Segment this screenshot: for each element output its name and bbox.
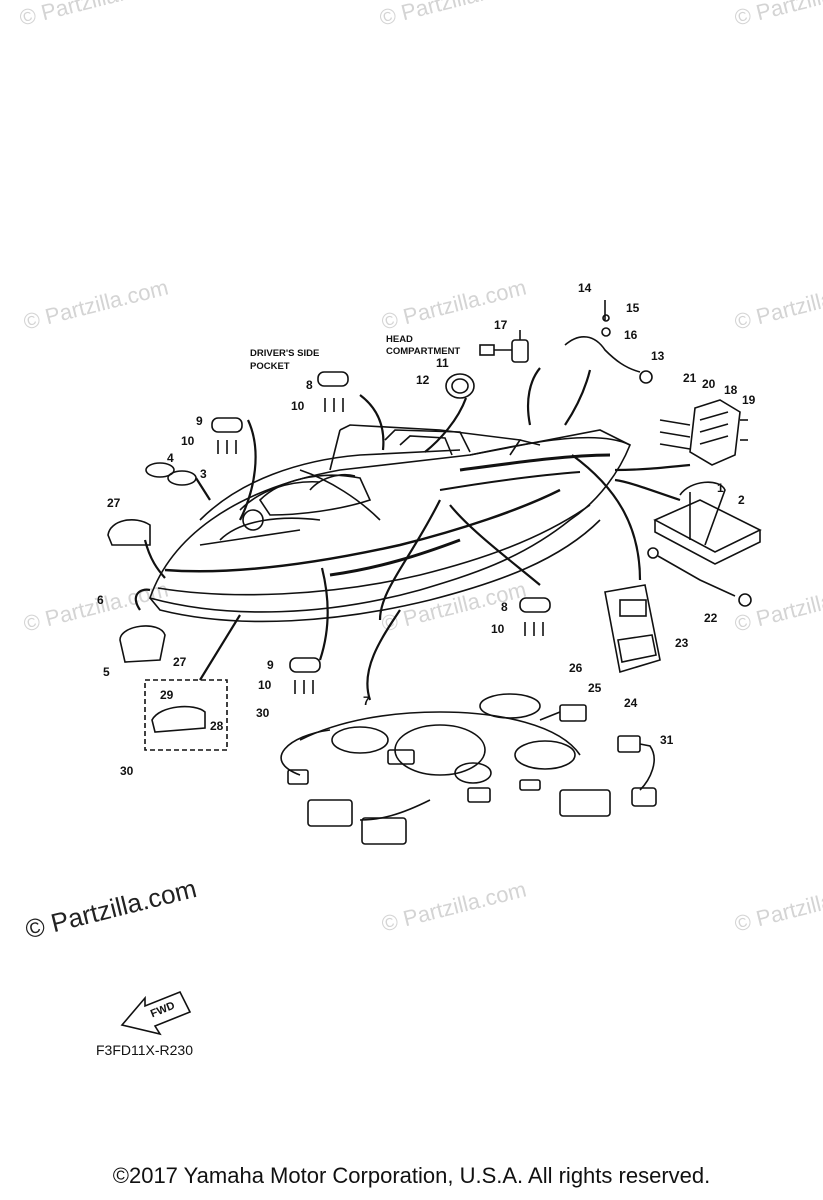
svg-text:10: 10 bbox=[181, 434, 195, 448]
svg-text:10: 10 bbox=[258, 678, 272, 692]
boat-hull bbox=[148, 429, 632, 623]
group-27-box bbox=[144, 679, 228, 751]
head-compartment-label: HEAD bbox=[386, 334, 413, 345]
wire-harness bbox=[280, 693, 611, 845]
svg-text:17: 17 bbox=[494, 318, 508, 332]
windshield bbox=[329, 424, 541, 471]
svg-text:22: 22 bbox=[704, 611, 718, 625]
svg-text:15: 15 bbox=[626, 301, 640, 315]
svg-text:23: 23 bbox=[675, 636, 689, 650]
svg-text:11: 11 bbox=[436, 356, 449, 370]
svg-text:9: 9 bbox=[267, 658, 274, 672]
svg-text:30: 30 bbox=[120, 764, 134, 778]
head-compartment-label-2: COMPARTMENT bbox=[386, 346, 460, 357]
copyright-notice: ©2017 Yamaha Motor Corporation, U.S.A. A… bbox=[112, 1163, 711, 1188]
callout-numbers: 1 2 3 4 5 6 7 8 9 10 10 11 12 13 14 15 1… bbox=[97, 281, 756, 778]
svg-text:10: 10 bbox=[491, 622, 505, 636]
svg-text:16: 16 bbox=[624, 328, 638, 342]
svg-text:21: 21 bbox=[683, 371, 697, 385]
battery-cable bbox=[647, 547, 752, 607]
svg-text:8: 8 bbox=[306, 378, 313, 392]
switch-unit bbox=[479, 330, 529, 363]
nav-lights bbox=[107, 462, 206, 733]
svg-text:28: 28 bbox=[210, 719, 224, 733]
drivers-side-pocket-label: DRIVER'S SIDE bbox=[250, 348, 319, 359]
svg-text:8: 8 bbox=[501, 600, 508, 614]
svg-text:13: 13 bbox=[651, 349, 665, 363]
svg-text:27: 27 bbox=[107, 496, 121, 510]
sub-harness bbox=[617, 735, 657, 807]
courtesy-lights bbox=[211, 371, 551, 694]
diagram-code: F3FD11X-R230 bbox=[96, 1042, 194, 1058]
svg-text:30: 30 bbox=[256, 706, 270, 720]
leader-arrows bbox=[134, 367, 691, 701]
svg-text:25: 25 bbox=[588, 681, 602, 695]
svg-text:7: 7 bbox=[363, 694, 370, 708]
svg-text:6: 6 bbox=[97, 593, 104, 607]
svg-text:10: 10 bbox=[291, 399, 305, 413]
cockpit bbox=[219, 474, 372, 541]
svg-text:4: 4 bbox=[167, 451, 174, 465]
svg-text:12: 12 bbox=[416, 373, 430, 387]
svg-text:24: 24 bbox=[624, 696, 638, 710]
svg-text:26: 26 bbox=[569, 661, 583, 675]
control-unit bbox=[604, 584, 661, 674]
svg-text:29: 29 bbox=[160, 688, 174, 702]
svg-text:19: 19 bbox=[742, 393, 756, 407]
drivers-side-pocket-label-2: POCKET bbox=[250, 361, 290, 372]
svg-text:14: 14 bbox=[578, 281, 592, 295]
ground-strap bbox=[564, 300, 653, 384]
battery-tray bbox=[653, 481, 762, 565]
svg-text:3: 3 bbox=[200, 467, 207, 481]
svg-text:31: 31 bbox=[660, 733, 674, 747]
fwd-arrow-icon bbox=[120, 990, 192, 1036]
speaker bbox=[445, 373, 475, 399]
relay-assembly bbox=[659, 399, 748, 466]
svg-text:18: 18 bbox=[724, 383, 738, 397]
svg-text:9: 9 bbox=[196, 414, 203, 428]
svg-text:27: 27 bbox=[173, 655, 187, 669]
svg-text:5: 5 bbox=[103, 665, 110, 679]
svg-text:1: 1 bbox=[717, 481, 724, 495]
svg-text:2: 2 bbox=[738, 493, 745, 507]
svg-text:20: 20 bbox=[702, 377, 716, 391]
